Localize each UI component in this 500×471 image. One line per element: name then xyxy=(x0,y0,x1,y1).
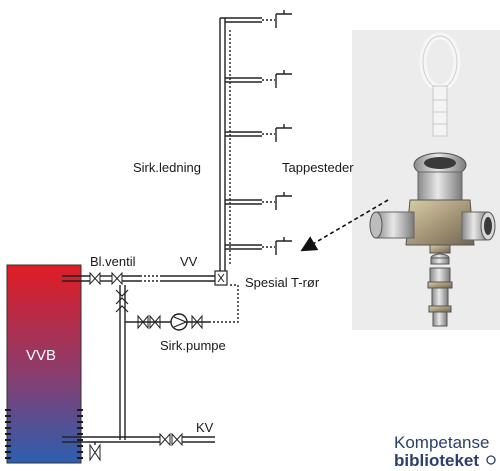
special-tee-fitting-image xyxy=(369,152,496,254)
tap-point xyxy=(225,124,292,142)
nut-image xyxy=(430,253,450,265)
brand-line1: Kompetanse xyxy=(394,433,489,452)
special-tee-label: Spesial T-rør xyxy=(245,275,320,290)
tap-points-label: Tappesteder xyxy=(282,160,354,175)
fitting-photo-panel xyxy=(352,30,500,330)
cold-water-label: KV xyxy=(196,420,214,435)
cold-water-line xyxy=(62,432,215,462)
riser-pipe xyxy=(219,18,231,271)
mixing-connection xyxy=(115,285,129,440)
brand-mark-icon xyxy=(486,455,496,465)
tap-point xyxy=(225,237,292,255)
balance-valve-label: Bl.ventil xyxy=(90,254,136,269)
tap-point xyxy=(225,70,292,88)
water-heater-tank: VVB xyxy=(5,264,83,464)
hot-water-line xyxy=(62,271,215,286)
tank-label: VVB xyxy=(26,347,56,364)
pointer-arrow xyxy=(300,199,389,252)
circulation-line-label: Sirk.ledning xyxy=(133,160,201,175)
tank-insulation-marks xyxy=(5,409,83,459)
brand-logo: Kompetanse biblioteket xyxy=(394,433,496,470)
insert-part-image xyxy=(427,267,453,327)
circulation-pump-label: Sirk.pumpe xyxy=(160,338,226,353)
hot-water-label: VV xyxy=(180,254,198,269)
tap-point xyxy=(220,10,292,28)
circulation-pump-symbol xyxy=(170,313,188,331)
tap-point xyxy=(225,192,292,210)
circulation-return-line xyxy=(125,284,239,331)
brand-line2: biblioteket xyxy=(394,451,479,470)
fitting-tool-image xyxy=(419,32,461,137)
tap-branches xyxy=(220,10,292,255)
special-tee-symbol xyxy=(214,270,228,286)
